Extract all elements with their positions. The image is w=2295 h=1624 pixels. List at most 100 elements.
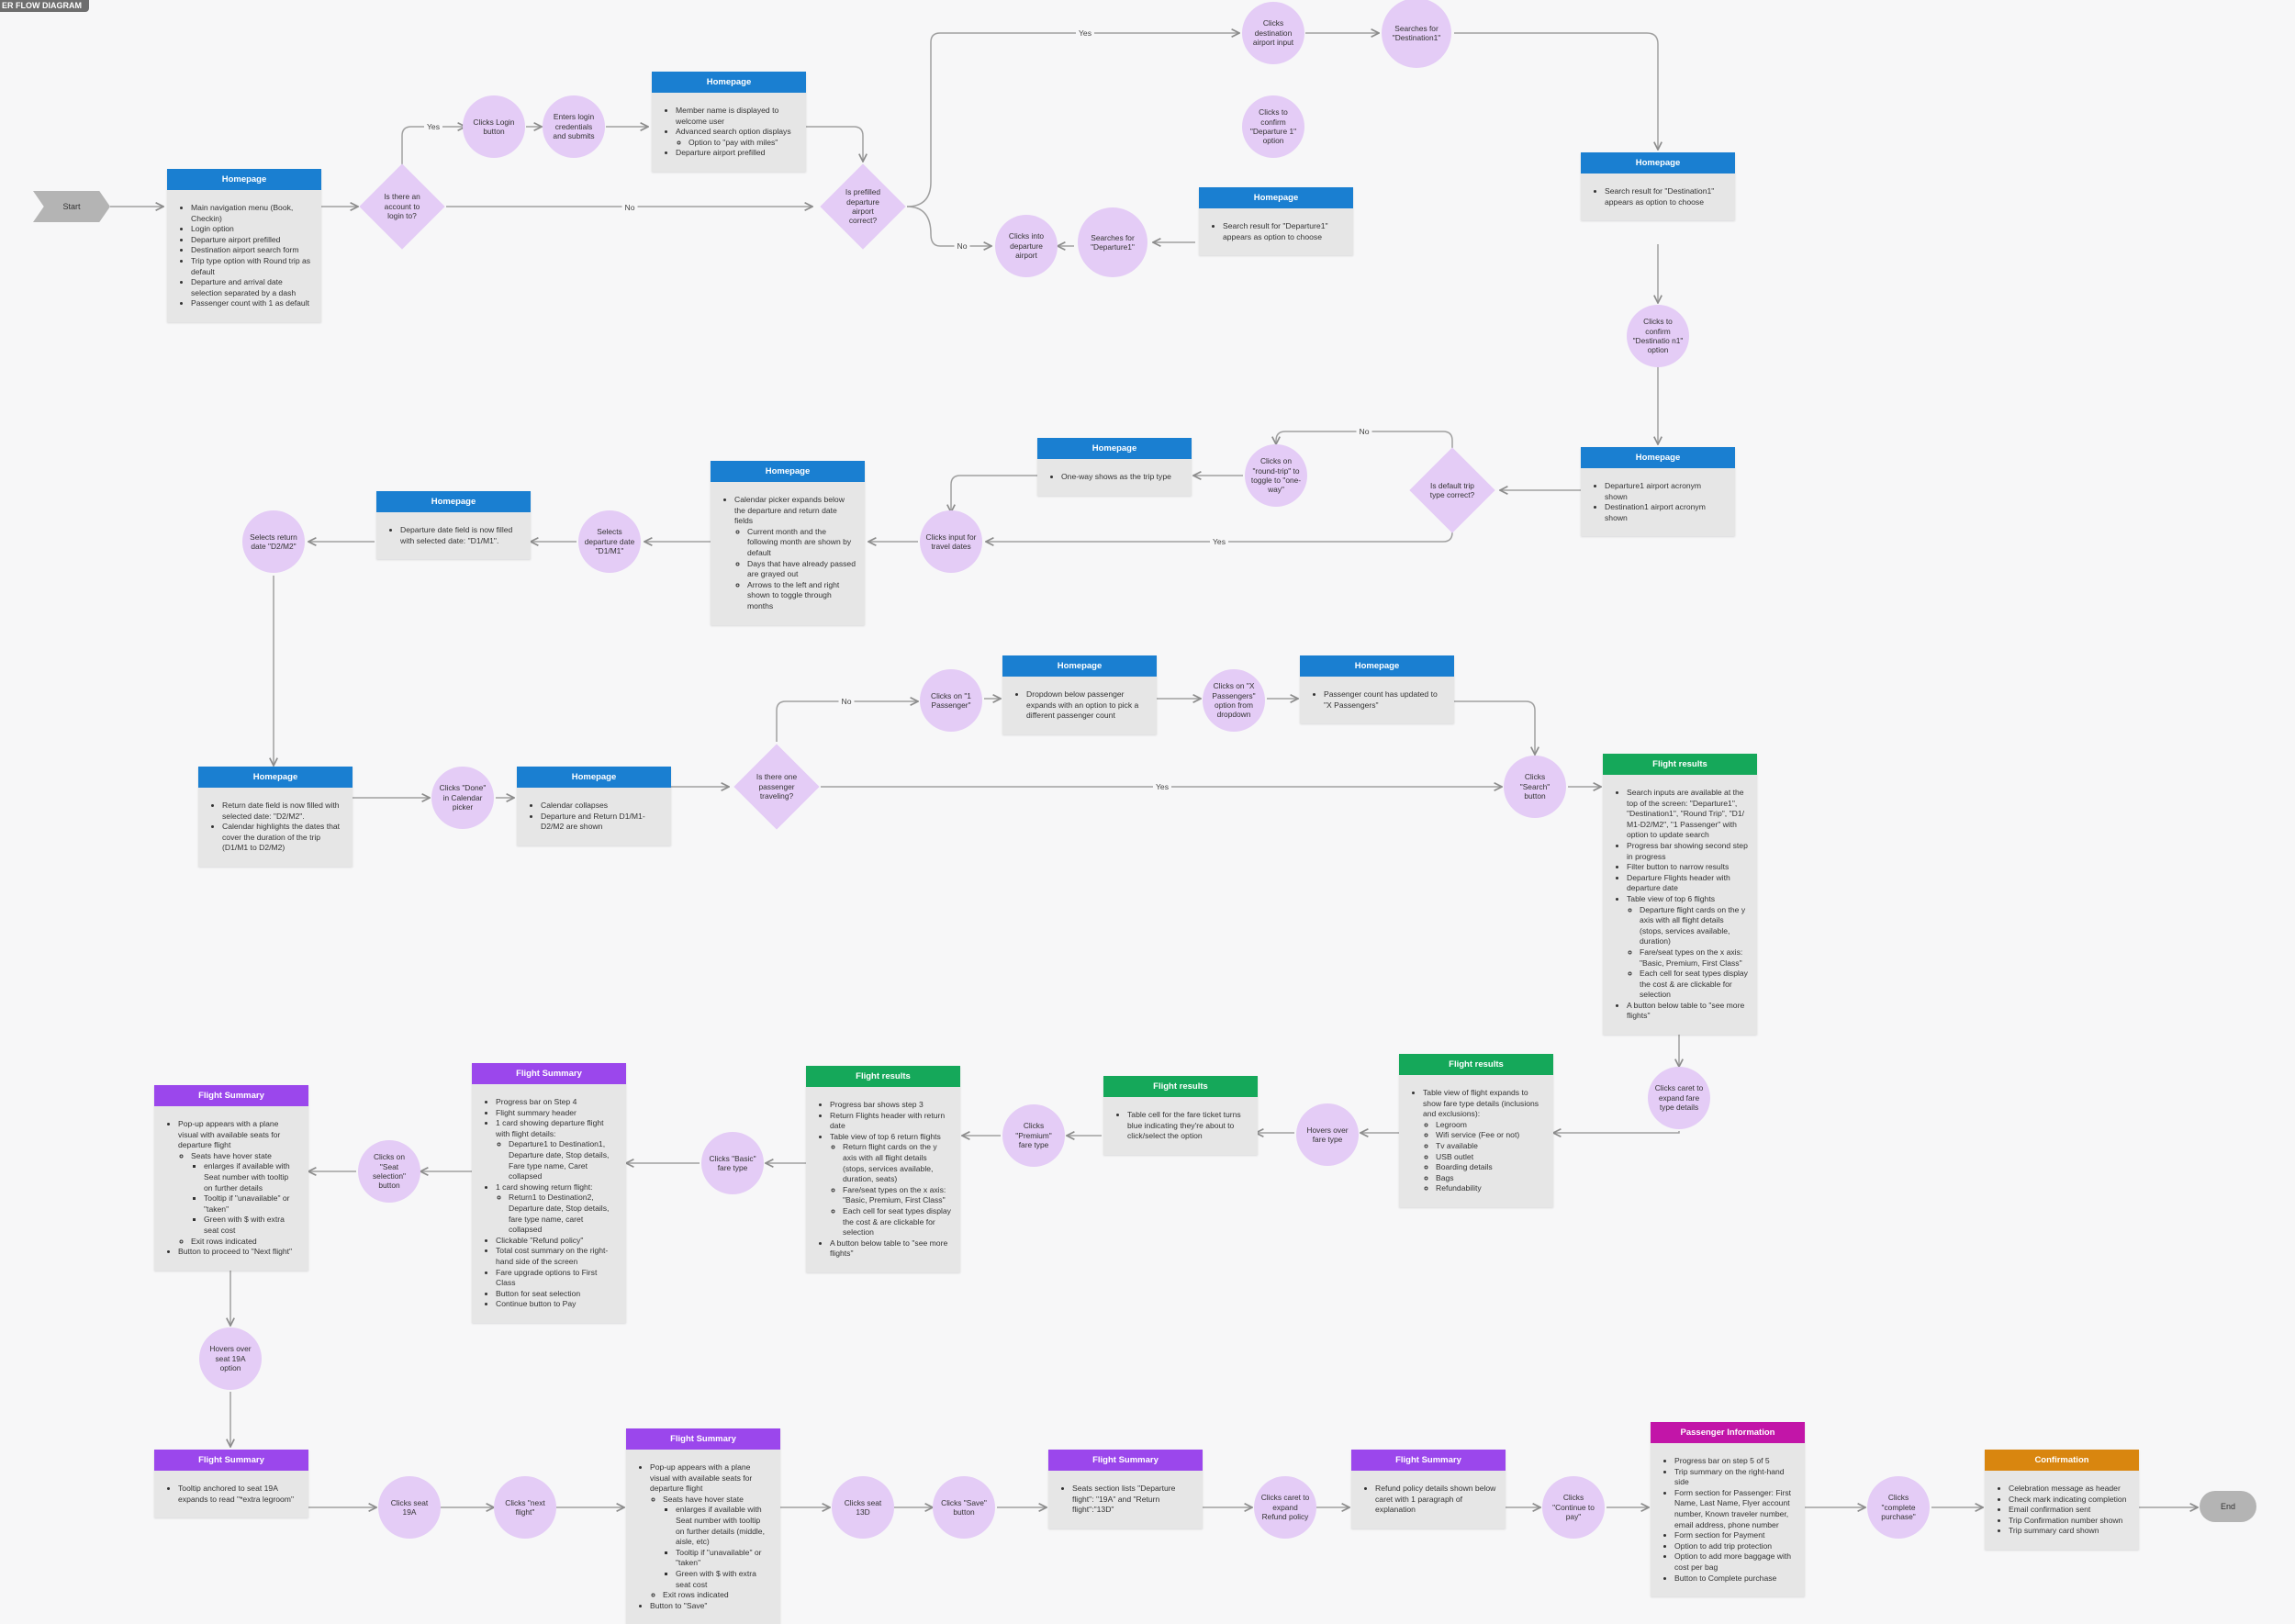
list-item: Progress bar on Step 4 xyxy=(496,1097,617,1108)
decision-prefilled-departure: Is prefilled departure airport correct? xyxy=(820,163,906,250)
list-item: Departure airport prefilled xyxy=(191,235,312,246)
card-homepage-9: Homepage Return date field is now filled… xyxy=(198,767,353,867)
card-homepage-12: Homepage Passenger count has updated to … xyxy=(1300,655,1454,724)
list-item: Passenger count has updated to "X Passen… xyxy=(1324,689,1445,711)
decision-text: Is there an account to login to? xyxy=(384,192,420,221)
card-header: Homepage xyxy=(711,461,865,482)
list-item: A button below table to "see more flight… xyxy=(830,1238,951,1260)
card-header: Flight results xyxy=(1103,1076,1258,1097)
edge-label-no: No xyxy=(954,241,970,251)
step-searches-destination: Searches for "Destination1" xyxy=(1382,0,1451,68)
card-header: Homepage xyxy=(167,169,321,190)
card-header: Flight results xyxy=(1603,754,1757,775)
card-list: Celebration message as header Check mark… xyxy=(1985,1471,2139,1550)
card-header: Flight Summary xyxy=(472,1063,626,1084)
card-flight-results-3: Flight results Table cell for the fare t… xyxy=(1103,1076,1258,1155)
card-homepage-3: Homepage Search result for "Departure1" … xyxy=(1199,187,1353,256)
list-subitem: Wifi service (Fee or not) xyxy=(1436,1130,1544,1141)
list-subitem: Option to "pay with miles" xyxy=(688,138,797,149)
card-list: Refund policy details shown below caret … xyxy=(1351,1471,1506,1529)
card-list: Member name is displayed to welcome user… xyxy=(652,93,806,172)
list-item: Calendar highlights the dates that cover… xyxy=(222,822,343,854)
list-item: Search inputs are available at the top o… xyxy=(1627,788,1748,841)
list-item: Calendar picker expands below the depart… xyxy=(734,495,856,612)
step-caret-fare: Clicks caret to expand fare type details xyxy=(1648,1067,1710,1129)
list-item: Flight summary header xyxy=(496,1108,617,1119)
list-item-text: Table view of top 6 flights xyxy=(1627,893,1716,903)
list-item: Button to "Save" xyxy=(650,1601,771,1612)
list-item: Departure date field is now filled with … xyxy=(400,525,521,546)
edge-home12-search xyxy=(1454,700,1535,755)
list-subitem: Arrows to the left and right shown to to… xyxy=(747,580,856,612)
list-item: Continue button to Pay xyxy=(496,1299,617,1310)
list-subitem: Fare/seat types on the x axis: "Basic, P… xyxy=(843,1185,951,1206)
list-item: Departure1 airport acronym shown xyxy=(1605,481,1726,502)
list-subitem: Exit rows indicated xyxy=(191,1237,299,1248)
edge-home6-travel xyxy=(951,475,1037,512)
list-item: Refund policy details shown below caret … xyxy=(1375,1484,1496,1516)
card-flight-results-4: Flight results Progress bar shows step 3… xyxy=(806,1066,960,1272)
step-departure-date: Selects departure date "D1/M1" xyxy=(578,510,641,573)
list-subitem: Tv available xyxy=(1436,1141,1544,1152)
decision-text: Is prefilled departure airport correct? xyxy=(845,187,881,226)
card-header: Flight results xyxy=(1399,1054,1553,1075)
card-list: Pop-up appears with a plane visual with … xyxy=(154,1106,308,1271)
card-flight-summary-2: Flight Summary Pop-up appears with a pla… xyxy=(154,1085,308,1271)
list-item: Departure and Return D1/M1-D2/M2 are sho… xyxy=(541,812,662,833)
list-subitem: Current month and the following month ar… xyxy=(747,527,856,559)
card-list: Seats section lists "Departure flight": … xyxy=(1048,1471,1203,1529)
list-item: One-way shows as the trip type xyxy=(1061,472,1182,483)
list-item: Calendar collapses xyxy=(541,801,662,812)
list-item: Table view of top 6 flights Departure fl… xyxy=(1627,894,1748,1001)
list-item: Trip summary on the right-hand side xyxy=(1674,1467,1796,1488)
step-clicks-seat-13d: Clicks seat 13D xyxy=(832,1476,894,1539)
step-done-calendar: Clicks "Done" in Calendar picker xyxy=(431,767,494,829)
list-item: Filter button to narrow results xyxy=(1627,862,1748,873)
list-item: Return date field is now filled with sel… xyxy=(222,801,343,822)
list-item: Main navigation menu (Book, Checkin) xyxy=(191,203,312,224)
list-subitem: Legroom xyxy=(1436,1120,1544,1131)
card-list: Progress bar shows step 3 Return Flights… xyxy=(806,1087,960,1272)
list-subitem: enlarges if available with Seat number w… xyxy=(204,1161,299,1193)
step-confirm-departure: Clicks to confirm "Departure 1" option xyxy=(1242,95,1304,158)
list-item: Clickable "Refund policy" xyxy=(496,1236,617,1247)
list-item: Table view of top 6 return flights Retur… xyxy=(830,1132,951,1238)
card-list: Passenger count has updated to "X Passen… xyxy=(1300,677,1454,723)
card-list: Table cell for the fare ticket turns blu… xyxy=(1103,1097,1258,1155)
list-item: Search result for "Destination1" appears… xyxy=(1605,186,1726,207)
step-refund-policy: Clicks caret to expand Refund policy xyxy=(1254,1476,1316,1539)
list-item: Form section for Payment xyxy=(1674,1530,1796,1541)
list-item: Progress bar shows step 3 xyxy=(830,1100,951,1111)
list-item: 1 card showing departure flight with fli… xyxy=(496,1118,617,1182)
card-list: Dropdown below passenger expands with an… xyxy=(1002,677,1157,734)
edge-one-no xyxy=(776,701,918,742)
list-item: Trip summary card shown xyxy=(2009,1526,2130,1537)
card-list: Calendar picker expands below the depart… xyxy=(711,482,865,625)
list-item: Pop-up appears with a plane visual with … xyxy=(650,1462,771,1601)
list-item: Pop-up appears with a plane visual with … xyxy=(178,1119,299,1247)
edge-label-no: No xyxy=(621,203,638,212)
list-item: Advanced search option displays Option t… xyxy=(676,127,797,148)
card-list: Departure1 airport acronym shown Destina… xyxy=(1581,468,1735,536)
card-flight-summary-6: Flight Summary Refund policy details sho… xyxy=(1351,1450,1506,1529)
card-header: Homepage xyxy=(517,767,671,788)
list-item: Fare upgrade options to First Class xyxy=(496,1268,617,1289)
step-hover-fare: Hovers over fare type xyxy=(1296,1103,1359,1166)
list-item: Email confirmation sent xyxy=(2009,1505,2130,1516)
list-item: Progress bar showing second step in prog… xyxy=(1627,841,1748,862)
card-list: Progress bar on step 5 of 5 Trip summary… xyxy=(1651,1443,1805,1596)
card-header: Homepage xyxy=(1037,438,1192,459)
list-subitem: Green with $ with extra seat cost xyxy=(204,1215,299,1236)
card-list: Search result for "Departure1" appears a… xyxy=(1199,208,1353,255)
list-item: Table view of flight expands to show far… xyxy=(1423,1088,1544,1194)
step-search-button: Clicks "Search" button xyxy=(1504,756,1566,818)
step-next-flight: Clicks "next flight" xyxy=(494,1476,556,1539)
list-subitem: Return1 to Destination2, Departure date,… xyxy=(509,1193,617,1235)
step-complete-purchase: Clicks "complete purchase" xyxy=(1867,1476,1930,1539)
list-item-text: Table view of top 6 return flights xyxy=(830,1131,941,1141)
list-subitem: Departure flight cards on the y axis wit… xyxy=(1640,905,1748,947)
list-item: Button to Complete purchase xyxy=(1674,1574,1796,1585)
card-flight-summary-5: Flight Summary Seats section lists "Depa… xyxy=(1048,1450,1203,1529)
card-header: Homepage xyxy=(652,72,806,93)
diagram-title-tag: ER FLOW DIAGRAM xyxy=(0,0,89,12)
